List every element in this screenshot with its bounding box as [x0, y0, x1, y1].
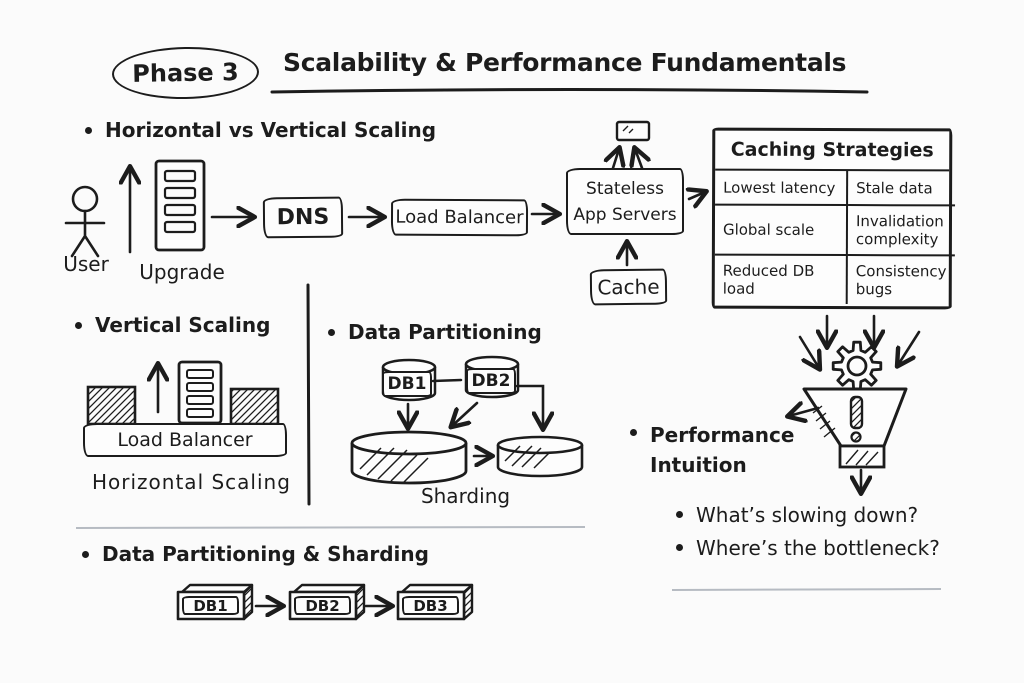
question-slowing-down: What’s slowing down?: [676, 503, 918, 527]
funnel-icon: [802, 387, 908, 469]
user-label: User: [63, 252, 109, 276]
bullet-dot: [75, 322, 82, 329]
flow-arrow-app-table: [689, 192, 705, 199]
horizontal-scaling-icon: [86, 360, 280, 426]
app-client-arrow-right: [635, 149, 642, 170]
app-client-arrow-left: [613, 149, 619, 170]
dns-node: DNS: [262, 196, 344, 239]
vertical-divider: [306, 283, 311, 506]
bullet-dot: [85, 127, 92, 134]
bullet-dot: [328, 329, 335, 336]
client-screen-icon: [615, 120, 651, 142]
heading-data-partitioning: Data Partitioning: [328, 320, 542, 345]
db-link-line: [431, 378, 463, 383]
table-cell: Stale data: [856, 178, 933, 197]
db3-slab-chip: DB3: [402, 596, 459, 615]
app-servers-node: Stateless App Servers: [566, 168, 684, 235]
shard-cylinder-large-icon: [350, 430, 468, 485]
exclamation-icon: [849, 395, 864, 430]
table-cell: Reduced DB load: [714, 253, 848, 305]
db1-chip: DB1: [382, 371, 432, 397]
table-cell: Consistency bugs: [847, 254, 955, 305]
heading-vertical-scaling: Vertical Scaling: [75, 313, 270, 338]
table-funnel-arrow-3: [798, 335, 819, 368]
bullet-dot: [630, 429, 637, 436]
gear-icon: [831, 340, 883, 392]
bottom-left-divider: [75, 526, 586, 529]
load-balancer-node: Load Balancer: [390, 198, 529, 237]
db2-chip: DB2: [466, 368, 516, 394]
cache-node: Cache: [589, 268, 668, 306]
user-icon: [64, 185, 106, 258]
funnel-callout-arrow: [789, 408, 820, 416]
table-cell: Invalidation complexity: [847, 204, 955, 255]
title-underline: [270, 88, 869, 94]
bullet-dot: [82, 551, 89, 558]
upgrade-label: Upgrade: [139, 260, 225, 284]
bullet-dot: [676, 544, 683, 551]
shard-cylinder-small-icon: [496, 435, 584, 478]
page-title: Scalability & Performance Fundamentals: [283, 48, 847, 77]
question-bottleneck: Where’s the bottleneck?: [676, 536, 940, 560]
caching-strategies-table: Caching Strategies Lowest latency Stale …: [711, 127, 955, 310]
table-cell: Lowest latency: [715, 170, 849, 205]
table-cell: Global scale: [714, 203, 849, 255]
server-icon: [154, 159, 206, 252]
phase-badge: Phase 3: [111, 45, 260, 101]
db2-elbow-arrow: [515, 384, 543, 428]
sharding-caption: Sharding: [420, 484, 511, 508]
table-funnel-arrow-4: [898, 330, 921, 365]
db2-slab-chip: DB2: [294, 596, 351, 615]
load-balancer-base-node: Load Balancer: [83, 423, 287, 457]
db2-down-arrow: [452, 401, 479, 426]
heading-performance-intuition: Performance Intuition: [630, 420, 794, 480]
horizontal-scaling-caption: Horizontal Scaling: [92, 470, 291, 494]
db1-slab-chip: DB1: [182, 596, 239, 615]
bottom-right-divider: [671, 588, 942, 591]
heading-horizontal-vs-vertical: Horizontal vs Vertical Scaling: [85, 118, 436, 143]
funnel-spout-icon: [838, 444, 886, 469]
table-title: Caching Strategies: [715, 130, 950, 172]
heading-partitioning-sharding: Data Partitioning & Sharding: [82, 542, 429, 567]
bullet-dot: [676, 511, 683, 518]
